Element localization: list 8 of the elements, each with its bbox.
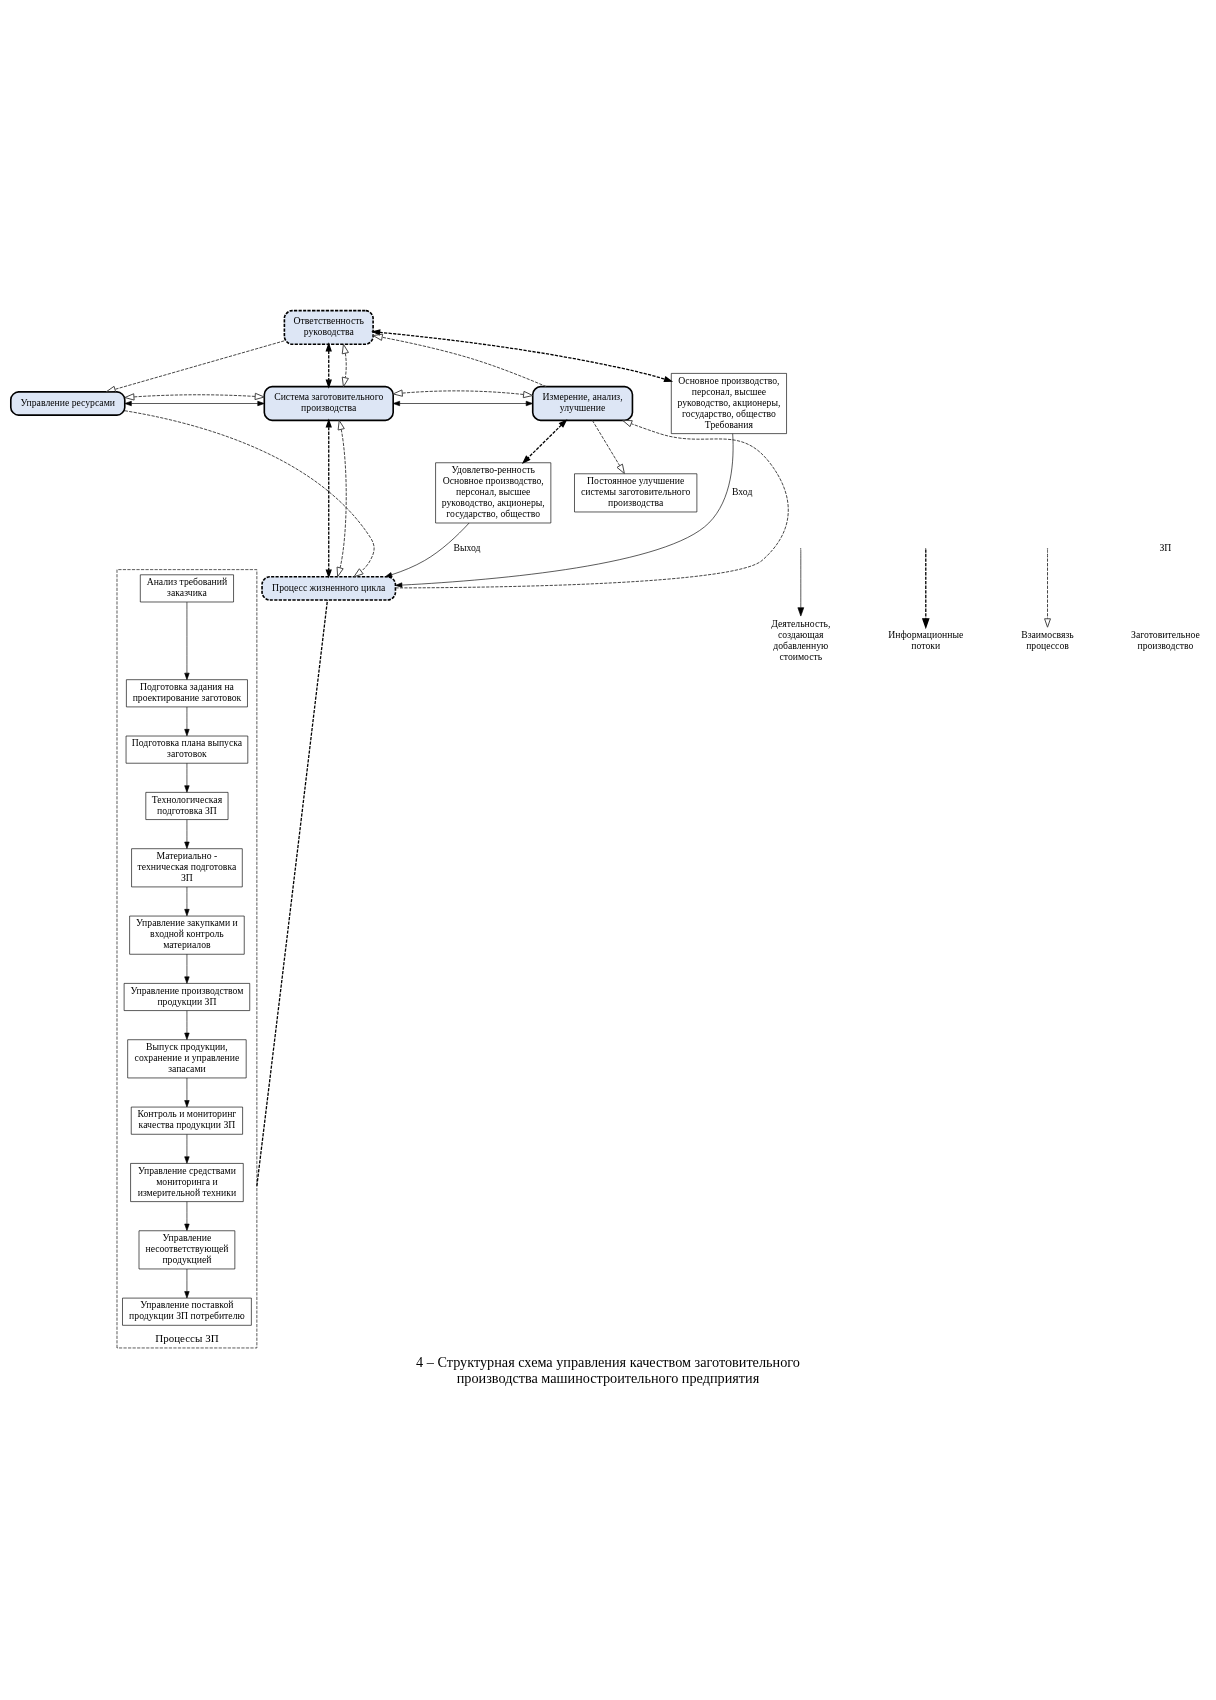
- legend-label: Информационные потоки: [888, 628, 964, 651]
- legend-label: Деятельность, создающая добавленную стоимость: [771, 617, 831, 662]
- legend-label: Заготовительное производство: [1131, 628, 1200, 651]
- edge-label: Вход: [732, 486, 753, 498]
- legend-label: Взаимосвязь процессов: [1021, 628, 1074, 651]
- edge-label: Выход: [453, 542, 481, 554]
- label: ЗП: [1159, 542, 1172, 554]
- caption: 4 – Структурная схема управления качеством заготовительного производства машиностроительного предприятия: [416, 1354, 800, 1386]
